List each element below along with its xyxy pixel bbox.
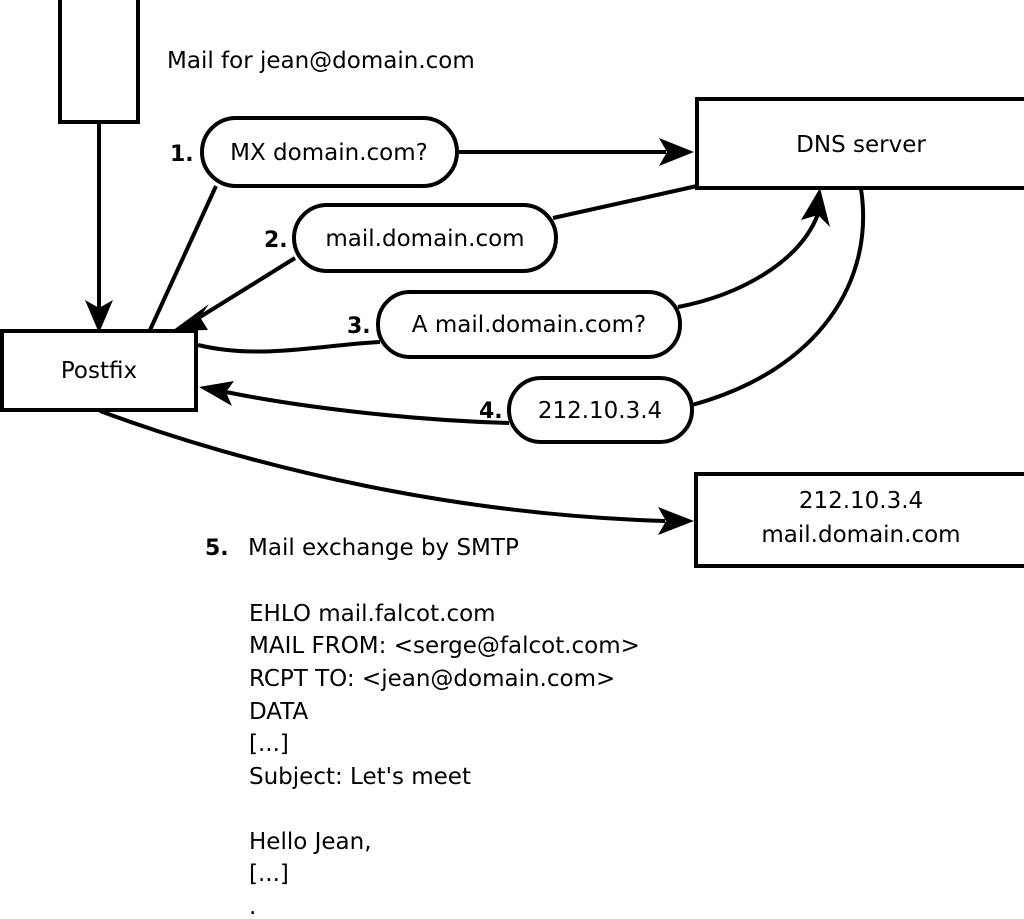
transcript-line-5: Subject: Let's meet xyxy=(249,764,471,790)
step-number-3: 3. xyxy=(347,314,371,339)
node-postfix xyxy=(0,329,198,412)
transcript-line-10: . xyxy=(249,894,256,919)
node-target-server-ip: 212.10.3.4 xyxy=(799,488,923,514)
edge-dns-to-step4 xyxy=(691,188,866,407)
arrowhead-step2-to-postfix xyxy=(172,304,209,331)
bubble-step3-label: A mail.domain.com? xyxy=(412,312,646,338)
step5-caption: Mail exchange by SMTP xyxy=(248,535,519,561)
page-title: Mail for jean@domain.com xyxy=(167,48,475,74)
node-mail-client xyxy=(58,0,140,124)
transcript-line-7: Hello Jean, xyxy=(249,829,372,855)
bubble-step2 xyxy=(292,203,558,273)
edge-step2-to-postfix xyxy=(198,256,297,319)
step-number-4: 4. xyxy=(479,399,503,424)
edge-postfix-to-target xyxy=(99,409,666,523)
bubble-step4 xyxy=(507,376,694,444)
arrowhead-client-to-postfix xyxy=(85,300,113,333)
transcript-line-8: [...] xyxy=(249,861,289,887)
arrowhead-postfix-to-target xyxy=(658,507,694,535)
arrowhead-step3-to-dns xyxy=(801,188,830,227)
step-number-1: 1. xyxy=(170,142,194,167)
edge-postfix-to-step1 xyxy=(148,185,218,331)
bubble-step3 xyxy=(376,290,682,359)
node-target-server xyxy=(694,472,1024,568)
edge-step3-to-dns xyxy=(677,213,820,309)
edge-dns-to-step2 xyxy=(552,184,698,220)
transcript-line-3: DATA xyxy=(249,699,309,725)
edge-step4-to-postfix xyxy=(225,390,510,425)
bubble-step1 xyxy=(200,116,459,188)
transcript-line-2: RCPT TO: <jean@domain.com> xyxy=(249,666,615,692)
node-dns-server xyxy=(695,97,1024,190)
transcript-line-1: MAIL FROM: <serge@falcot.com> xyxy=(249,633,640,659)
node-dns-server-label: DNS server xyxy=(796,132,926,158)
node-postfix-label: Postfix xyxy=(61,358,137,384)
node-target-server-host: mail.domain.com xyxy=(761,522,960,548)
step-number-5: 5. xyxy=(205,536,229,561)
bubble-step1-label: MX domain.com? xyxy=(230,140,428,166)
bubble-step4-label: 212.10.3.4 xyxy=(538,398,662,424)
transcript-line-0: EHLO mail.falcot.com xyxy=(249,601,496,627)
step-number-2: 2. xyxy=(264,228,288,253)
arrowhead-step4-to-postfix xyxy=(199,381,234,406)
arrowhead-step1-to-dns xyxy=(659,138,694,166)
bubble-step2-label: mail.domain.com xyxy=(325,226,524,252)
transcript-line-4: [...] xyxy=(249,731,289,757)
edge-postfix-to-step3 xyxy=(197,340,381,354)
